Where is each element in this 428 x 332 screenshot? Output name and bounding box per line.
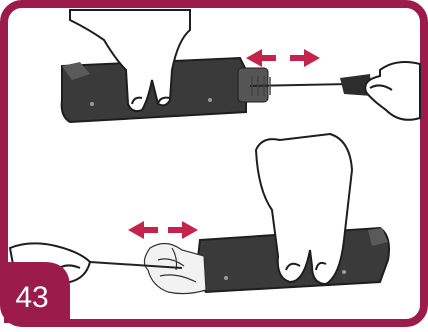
step-number: 43: [6, 278, 58, 318]
right-hand-icon: [365, 62, 420, 120]
top-arrow-left-right-icon: [246, 49, 320, 67]
bottom-arrow-left-right-icon: [128, 221, 198, 239]
